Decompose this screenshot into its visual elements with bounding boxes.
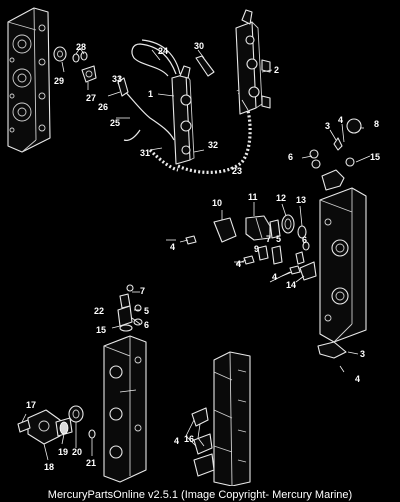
callout-3: 3 — [360, 349, 365, 359]
callout-13: 13 — [296, 195, 306, 205]
callout-12: 12 — [276, 193, 286, 203]
callout-15: 15 — [96, 325, 106, 335]
callout-31: 31 — [140, 148, 150, 158]
lower-rail — [191, 351, 251, 486]
callout-15: 15 — [370, 152, 380, 162]
callout-1: 1 — [148, 89, 153, 99]
callout-22: 22 — [94, 306, 104, 316]
callout-6: 6 — [302, 235, 307, 245]
parts-drawing: 1 2 3 3 4 4 4 4 4 4 5 5 6 6 6 7 7 8 9 10… — [7, 7, 380, 486]
callout-5: 5 — [276, 234, 281, 244]
callout-4: 4 — [174, 436, 179, 446]
fuel-rail-right — [235, 9, 271, 115]
fuel-hoses — [117, 39, 252, 174]
callout-24: 24 — [158, 46, 168, 56]
callout-4: 4 — [355, 374, 360, 384]
callout-9: 9 — [254, 244, 259, 254]
callout-4: 4 — [236, 259, 241, 269]
callout-7: 7 — [266, 234, 271, 244]
callout-17: 17 — [26, 400, 36, 410]
lower-fuel-block — [103, 284, 147, 483]
callout-20: 20 — [72, 447, 82, 457]
callout-5: 5 — [144, 306, 149, 316]
callout-18: 18 — [44, 462, 54, 472]
callout-19: 19 — [58, 447, 68, 457]
callout-11: 11 — [248, 192, 258, 202]
callout-4: 4 — [170, 242, 175, 252]
callout-7: 7 — [140, 286, 145, 296]
callout-6: 6 — [288, 152, 293, 162]
sensor-parts — [17, 405, 96, 445]
callout-labels: 1 2 3 3 4 4 4 4 4 4 5 5 6 6 6 7 7 8 9 10… — [26, 41, 380, 472]
callout-32: 32 — [208, 140, 218, 150]
image-caption: MercuryPartsOnline v2.5.1 (Image Copyrig… — [47, 489, 353, 501]
callout-28: 28 — [76, 42, 86, 52]
leader-lines — [21, 47, 371, 461]
callout-16: 16 — [184, 434, 194, 444]
callout-30: 30 — [194, 41, 204, 51]
callout-29: 29 — [54, 76, 64, 86]
cylinder-head — [7, 7, 51, 153]
callout-3: 3 — [325, 121, 330, 131]
fuel-pressure-regulator-block — [309, 118, 367, 359]
callout-14: 14 — [286, 280, 296, 290]
callout-6: 6 — [144, 320, 149, 330]
callout-33: 33 — [112, 74, 122, 84]
fitting-group-27-29 — [53, 46, 97, 83]
callout-21: 21 — [86, 458, 96, 468]
callout-2: 2 — [274, 65, 279, 75]
exploded-parts-diagram: 1 2 3 3 4 4 4 4 4 4 5 5 6 6 6 7 7 8 9 10… — [7, 7, 380, 486]
fuel-rail-left — [171, 65, 195, 165]
callout-23: 23 — [232, 166, 242, 176]
callout-26: 26 — [98, 102, 108, 112]
callout-10: 10 — [212, 198, 222, 208]
callout-27: 27 — [86, 93, 96, 103]
callout-25: 25 — [110, 118, 120, 128]
regulator-parts — [185, 214, 317, 281]
callout-8: 8 — [374, 119, 379, 129]
callout-4: 4 — [272, 272, 277, 282]
callout-4: 4 — [338, 115, 343, 125]
